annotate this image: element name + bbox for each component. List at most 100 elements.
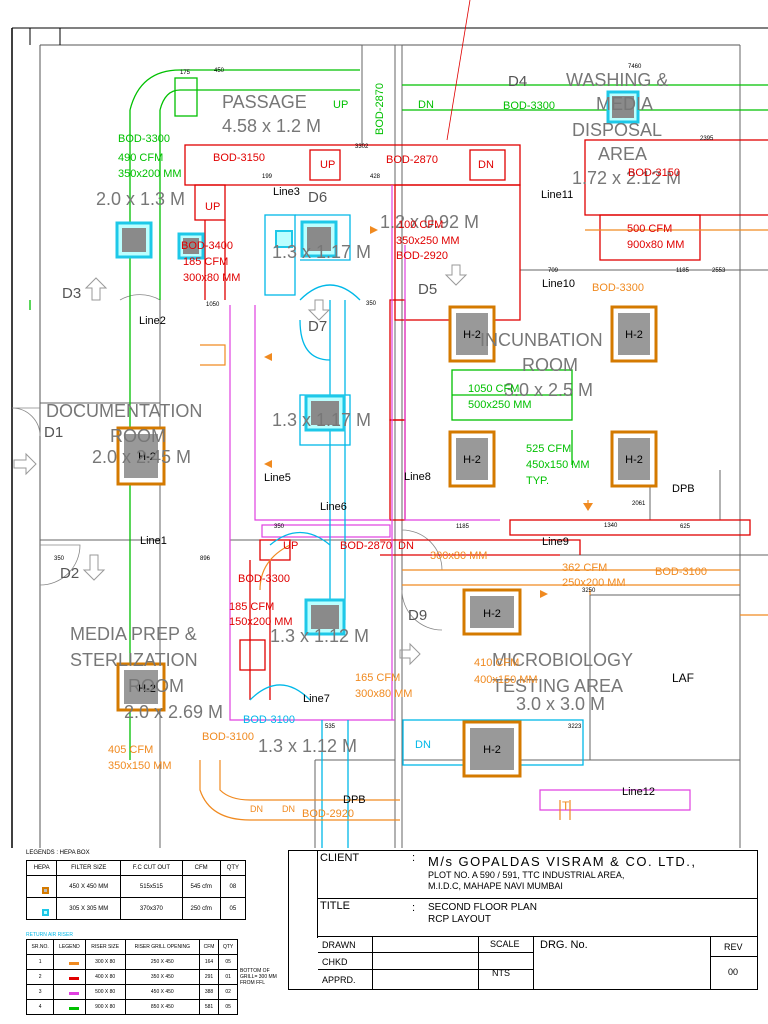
dim: 1340 [604,523,618,529]
door-d6: D6 [308,189,327,206]
line12-label: Line12 [622,786,655,798]
apprd-label: APPRD. [322,975,356,985]
title-block: LEGENDS : HEPA BOX HEPA FILTER SIZE F.C … [0,848,768,1024]
colon: : [412,852,416,864]
passage-name: PASSAGE [222,92,307,112]
washing-line3: DISPOSAL [572,120,662,140]
door-d5: D5 [418,281,437,298]
micro-line2: TESTING AREA [492,676,623,696]
duct-label: BOD-3150 [628,167,680,179]
dim: 175 [180,70,191,76]
dim: 1050 [206,302,220,308]
th: HEPA [25,860,58,876]
cell: 164 [198,954,220,970]
dim: 2395 [700,136,714,142]
laf-label: LAF [672,671,694,685]
flow-size: 900x80 MM [627,239,684,251]
hepa-label: H-2 [625,454,643,466]
dim: 3223 [568,724,582,730]
duct-label: BOD-3300 [118,133,170,145]
dim: 350 [274,524,285,530]
th: CFM [181,860,221,876]
duct-label: BOD-2920 [302,808,354,820]
up-mark: UP [333,99,348,111]
cell: 305 X 305 MM [56,897,122,920]
al-bottom-size: 1.3 x 1.12 M [258,736,357,756]
flow-size: 150x200 MM [229,616,293,628]
hepa-label: H-2 [463,454,481,466]
dpb-right: DPB [672,483,695,495]
documentation-line1: DOCUMENTATION [46,401,202,421]
media-prep-line1: MEDIA PREP & [70,624,197,644]
line6-label: Line6 [320,501,347,513]
flow-size: 500x250 MM [468,399,532,411]
duct-label: BOD-3100 [243,714,295,726]
cell: 300 X 80 [84,954,126,970]
up-mark: UP [320,159,335,171]
up-mark: UP [283,540,298,552]
dim: 535 [325,724,336,730]
al-lower-size: 1.3 x 1.12 M [270,626,369,646]
title-line1: SECOND FLOOR PLAN [428,902,537,913]
duct-label: BOD-2870 [386,154,438,166]
cell: 450 X 450 [124,984,200,1000]
duct-label: BOD-3400 [181,240,233,252]
flow-typ: TYP. [526,475,549,487]
documentation-line2: ROOM [110,426,166,446]
hepa-cyan-icon [41,908,49,916]
line7-label: Line7 [303,693,330,705]
small-room-size: 2.0 x 1.3 M [96,189,185,209]
media-prep-line2: STERLIZATION [70,650,198,670]
washing-line2: MEDIA [596,94,653,114]
cell: 250 cfm [181,897,221,920]
flow-size: 300x80 MM [183,272,240,284]
cell: 900 X 80 [84,999,126,1015]
line9-label: Line9 [542,536,569,548]
dim: 7460 [628,64,642,70]
dn-mark: DN [415,739,431,751]
hepa-box-orange [116,305,658,778]
hepa-label: H-2 [138,451,156,463]
cell: 581 [198,999,220,1015]
dim: 450 [214,68,225,74]
incubation-line1: INCUNBATION [480,330,603,350]
door-d1: D1 [44,424,63,441]
dn-mark: DN [478,159,494,171]
drg-label: DRG. No. [540,939,588,951]
duct-label: BOD-2920 [396,250,448,262]
hepa-label: H-2 [138,683,156,695]
dim: 1185 [676,268,690,274]
title-line2: RCP LAYOUT [428,914,491,925]
floor-plan: H-2 H-2 H-2 H-2 H-2 H-2 H-2 H-2 PASSAGE … [11,0,768,848]
cell: 350 X 450 [124,969,200,985]
duct-label-vertical: BOD-2870 [374,83,386,135]
hepa-label: H-2 [483,744,501,756]
flow-size: 350x200 MM [118,168,182,180]
washing-size: 1.72 x 2.12 M [572,168,681,188]
duct-label: BOD-3150 [213,152,265,164]
dim: 625 [680,524,691,530]
door-d4: D4 [508,73,527,90]
dim: 709 [548,268,559,274]
flow-size: 300x80 MM [430,550,487,562]
flow-size: 350x150 MM [108,760,172,772]
riser-note: BOTTOM OF GRILL= 300 MM FROM FFL [240,968,277,986]
cell: 1 [25,954,55,970]
hepa-label: H-2 [625,329,643,341]
line11-label: Line11 [541,189,573,201]
dim: 350 [366,301,377,307]
duct-label: BOD-3300 [238,573,290,585]
cell: 370x370 [120,897,183,920]
cell: 02 [218,984,238,1000]
title-label: TITLE [320,900,350,912]
line10-label: Line10 [542,278,575,290]
flow-size: 450x150 MM [526,459,590,471]
documentation-size: 2.0 x 2.45 M [92,447,191,467]
legend-riser-table: SR.NO. LEGEND RISER SIZE RISER GRILL OPE… [25,939,286,1015]
cell: 388 [198,984,220,1000]
dn-mark: DN [282,804,295,814]
washing-line4: AREA [598,144,647,164]
flow-cfm: 410 CFM [474,657,519,669]
cell: 2 [25,969,55,985]
dn-mark: DN [418,99,434,111]
